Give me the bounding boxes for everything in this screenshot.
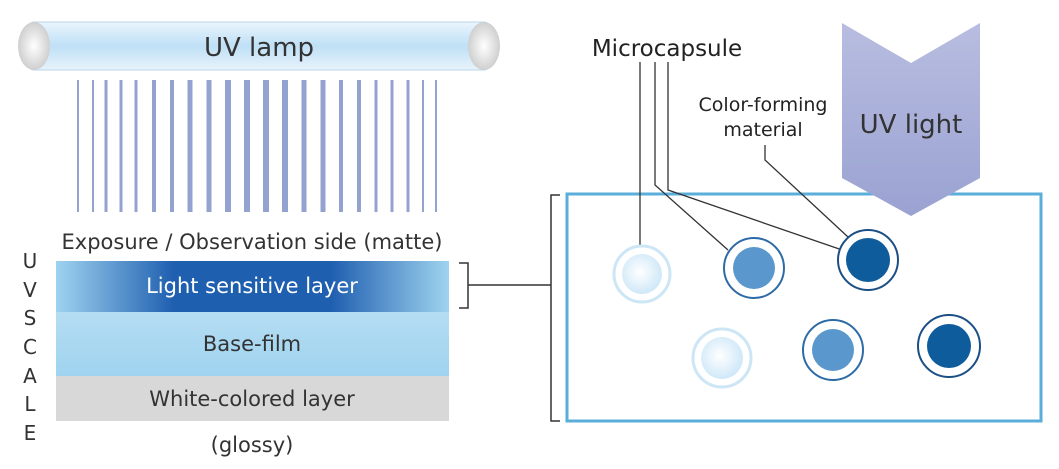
uv-ray [225,80,231,212]
zoom-connector [459,194,560,422]
leader-dark-capsule [667,62,849,253]
uv-ray [152,80,156,212]
uv-ray [422,80,424,212]
uv-ray [374,80,378,212]
uv-ray [92,80,94,212]
microcapsule-label: Microcapsule [592,36,742,62]
uv-ray [244,80,250,212]
white-colored-layer [56,376,449,421]
uv-ray [134,80,138,212]
microcapsule-dark [837,229,899,291]
uv-ray [339,80,343,212]
uv-ray [282,80,288,212]
brand-letter: V [23,278,37,302]
uv-ray [357,80,361,212]
uv-ray [435,80,437,212]
base-film-label: Base-film [203,332,301,356]
uv-ray [390,80,394,212]
uv-ray [206,80,212,212]
panel-bracket [550,194,560,422]
uv-ray [119,80,123,212]
uv-ray [104,80,108,212]
uv-ray [187,80,193,212]
layer-bracket [459,262,469,309]
lamp-right-cap [468,22,500,70]
white-colored-layer-label: White-colored layer [149,387,355,411]
microcapsule-dark [917,314,981,378]
brand-letter: A [23,364,37,388]
color-forming-label-line2: material [723,119,802,141]
brand-letter: S [24,306,37,330]
uv-lamp: UV lamp [18,21,500,71]
base-film-layer [56,312,449,376]
light-sensitive-layer [56,261,449,312]
microcapsule-light [612,244,672,304]
uv-light-arrow: UV light [842,23,980,216]
uv-ray [406,80,410,212]
leader-lines [639,62,863,255]
microcapsule-light [691,327,753,389]
uv-ray [77,80,79,212]
uv-ray [320,80,326,212]
uv-scale-film: Exposure / Observation side (matte) Ligh… [56,230,449,457]
magnified-panel [565,192,1043,423]
uv-light-label: UV light [860,110,963,140]
lamp-left-cap [18,22,50,70]
microcapsules [612,229,981,389]
uv-rays [77,80,437,212]
uv-ray [263,80,269,212]
microcapsule-mid [723,237,785,299]
uv-ray [170,80,174,212]
leader-color-forming [764,145,863,251]
brand-letter: E [24,421,37,445]
exposure-side-caption: Exposure / Observation side (matte) [62,230,443,254]
leader-mid-capsule [654,62,729,251]
microcapsule-mid [802,319,864,381]
color-forming-label-line1: Color-forming [699,94,828,116]
glossy-caption: (glossy) [211,433,294,457]
uv-arrow-shape [842,23,980,216]
brand-letter: C [23,335,37,359]
uvscale-vertical-text: U V S C A L E [23,249,38,445]
lamp-label: UV lamp [204,33,314,63]
brand-letter: U [23,249,38,273]
uv-ray [301,80,307,212]
light-sensitive-layer-label: Light sensitive layer [146,274,358,298]
brand-letter: L [24,392,36,416]
